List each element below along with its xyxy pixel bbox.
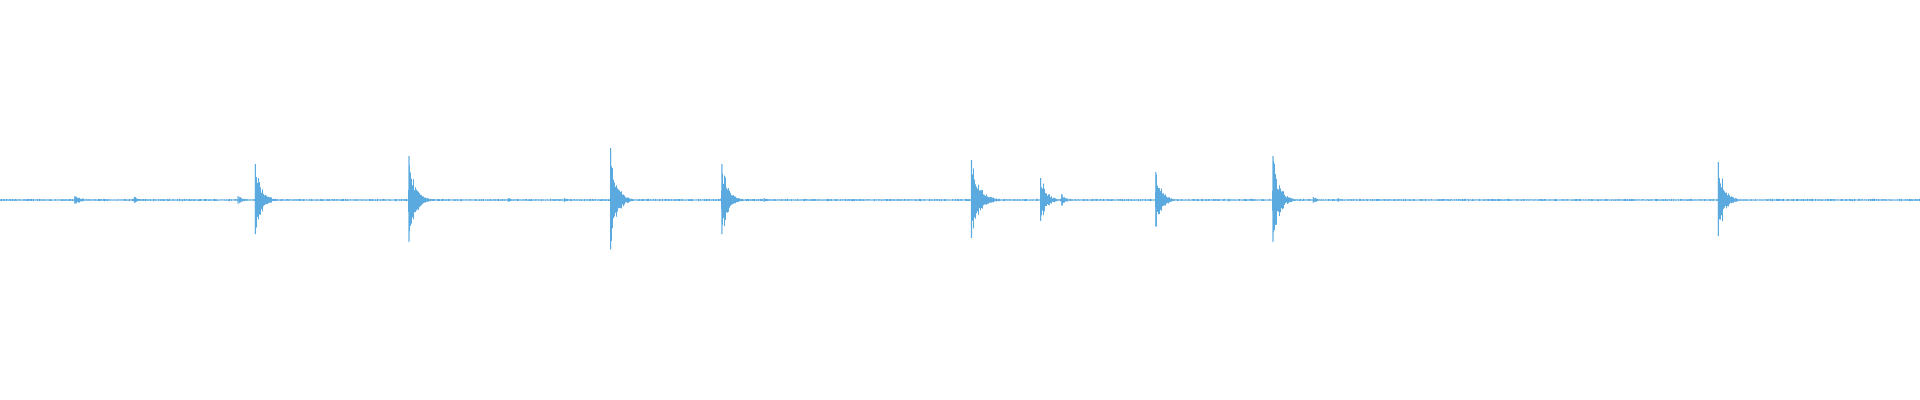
waveform-bars <box>0 148 1920 250</box>
waveform-amplitude-path <box>0 160 1920 241</box>
